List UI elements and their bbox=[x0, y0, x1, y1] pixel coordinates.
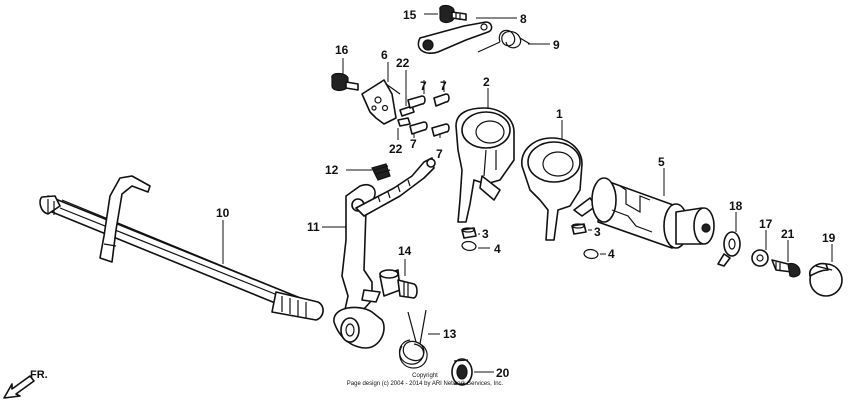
callout-14: 14 bbox=[398, 244, 412, 258]
part-3-guide-pin-left[interactable] bbox=[461, 227, 477, 239]
copyright-line-2: Page design (c) 2004 - 2014 by ARI Netwo… bbox=[347, 381, 504, 387]
part-12-stopper-arm[interactable] bbox=[355, 157, 436, 217]
part-8-stopper-arm[interactable] bbox=[417, 21, 493, 54]
callout-11: 11 bbox=[307, 220, 320, 234]
callout-13: 13 bbox=[443, 327, 457, 341]
callout-7-b: 7 bbox=[440, 79, 447, 93]
callout-10: 10 bbox=[216, 206, 230, 220]
part-5-shift-drum[interactable] bbox=[591, 177, 715, 249]
callout-3-left: 3 bbox=[482, 227, 489, 241]
part-4-clip-right[interactable] bbox=[583, 248, 599, 260]
callout-4-right: 4 bbox=[608, 247, 615, 261]
part-9-stopper-spring[interactable] bbox=[477, 29, 531, 53]
callout-22-upper: 22 bbox=[396, 56, 410, 70]
callout-7-d: 7 bbox=[436, 147, 443, 161]
part-11-gearshift-arm[interactable] bbox=[333, 183, 385, 349]
callout-7-a: 7 bbox=[420, 79, 427, 93]
part-13-return-spring[interactable] bbox=[398, 309, 428, 369]
part-18-drum-center[interactable] bbox=[717, 231, 741, 267]
part-2-shift-fork[interactable] bbox=[455, 107, 515, 223]
part-19-sealing-cap[interactable] bbox=[808, 262, 843, 297]
callout-21: 21 bbox=[781, 227, 795, 241]
part-15-bolt[interactable] bbox=[439, 4, 467, 24]
callout-8: 8 bbox=[520, 12, 527, 26]
part-17-washer[interactable] bbox=[751, 249, 769, 267]
part-21-bolt[interactable] bbox=[771, 259, 801, 278]
direction-label: FR. bbox=[30, 369, 48, 381]
callout-15: 15 bbox=[403, 8, 417, 22]
callout-3-right: 3 bbox=[594, 225, 601, 239]
part-3-guide-pin-right[interactable] bbox=[571, 223, 587, 235]
front-direction-arrow: FR. bbox=[3, 369, 48, 399]
part-16-bolt[interactable] bbox=[331, 72, 359, 92]
callout-6: 6 bbox=[381, 48, 388, 62]
callout-1: 1 bbox=[556, 107, 563, 121]
callout-4-left: 4 bbox=[494, 242, 501, 256]
callout-22-lower: 22 bbox=[389, 142, 403, 156]
copyright-line-1: Copyright bbox=[412, 373, 438, 379]
callout-20: 20 bbox=[496, 366, 510, 380]
callout-18: 18 bbox=[729, 199, 743, 213]
callout-7-c: 7 bbox=[410, 137, 417, 151]
part-10-shift-shaft[interactable] bbox=[39, 175, 324, 321]
part-7-guide-pins[interactable] bbox=[407, 93, 450, 137]
part-14-pivot-bolt[interactable] bbox=[379, 269, 418, 299]
part-1-shift-fork[interactable] bbox=[521, 137, 597, 241]
callout-12: 12 bbox=[325, 163, 339, 177]
callout-2: 2 bbox=[483, 75, 490, 89]
part-6-stopper-plate[interactable] bbox=[361, 79, 401, 125]
part-4-clip-left[interactable] bbox=[461, 240, 477, 252]
callout-9: 9 bbox=[553, 38, 560, 52]
callout-5: 5 bbox=[658, 155, 665, 169]
callout-16: 16 bbox=[335, 43, 349, 57]
part-20-oil-seal[interactable] bbox=[451, 358, 473, 386]
part-22-dowel-pins[interactable] bbox=[397, 105, 415, 127]
callout-19: 19 bbox=[822, 231, 836, 245]
callout-17: 17 bbox=[759, 217, 773, 231]
